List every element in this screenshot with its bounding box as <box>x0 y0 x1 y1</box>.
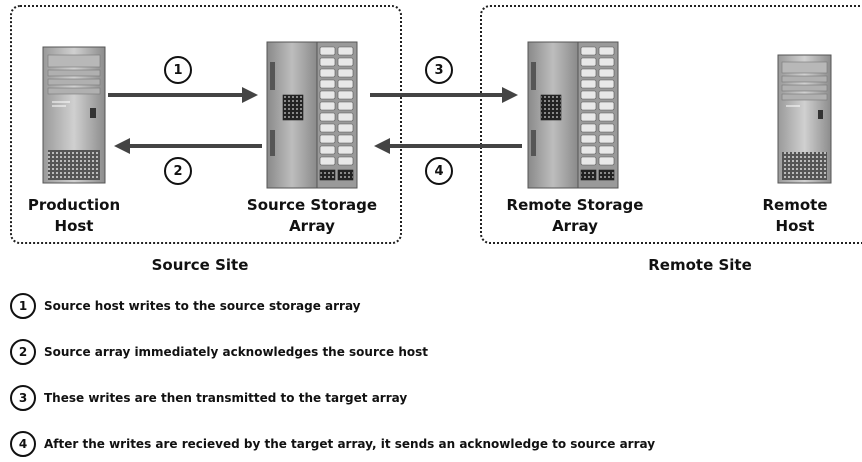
step-2-badge: 2 <box>164 157 192 185</box>
production-host-label-line2: Host <box>54 217 94 235</box>
legend-item-3: 3 These writes are then transmitted to t… <box>10 385 407 411</box>
remote-host-label: Remote Host <box>750 195 840 237</box>
production-host-label: Production Host <box>14 195 134 237</box>
source-site-boundary <box>10 5 402 244</box>
remote-storage-array-label: Remote Storage Array <box>495 195 655 237</box>
source-storage-array-label-line2: Array <box>289 217 335 235</box>
remote-storage-array-label-line1: Remote Storage <box>506 196 644 214</box>
source-site-label: Source Site <box>151 256 249 274</box>
source-storage-array-icon <box>266 41 358 189</box>
step-1-badge: 1 <box>164 56 192 84</box>
legend-step-2-badge: 2 <box>10 339 36 365</box>
legend-step-3-text: These writes are then transmitted to the… <box>44 391 408 405</box>
legend-step-2-text: Source array immediately acknowledges th… <box>44 345 428 359</box>
legend-step-4-badge: 4 <box>10 431 36 457</box>
production-host-icon <box>42 46 106 184</box>
remote-storage-array-label-line2: Array <box>552 217 598 235</box>
legend-item-4: 4 After the writes are recieved by the t… <box>10 431 655 457</box>
legend-step-3-badge: 3 <box>10 385 36 411</box>
legend-step-4-text: After the writes are recieved by the tar… <box>44 437 656 451</box>
remote-host-label-line2: Host <box>775 217 815 235</box>
production-host-label-line1: Production <box>27 196 121 214</box>
source-storage-array-label: Source Storage Array <box>232 195 392 237</box>
remote-host-label-line1: Remote <box>762 196 828 214</box>
legend-item-1: 1 Source host writes to the source stora… <box>10 293 361 319</box>
remote-host-icon <box>777 54 832 184</box>
source-storage-array-label-line1: Source Storage <box>246 196 378 214</box>
legend-item-2: 2 Source array immediately acknowledges … <box>10 339 428 365</box>
remote-site-boundary <box>480 5 862 244</box>
remote-storage-array-icon <box>527 41 619 189</box>
legend-step-1-badge: 1 <box>10 293 36 319</box>
step-3-badge: 3 <box>425 56 453 84</box>
remote-site-label: Remote Site <box>648 256 752 274</box>
legend-step-1-text: Source host writes to the source storage… <box>44 299 361 313</box>
step-4-badge: 4 <box>425 157 453 185</box>
